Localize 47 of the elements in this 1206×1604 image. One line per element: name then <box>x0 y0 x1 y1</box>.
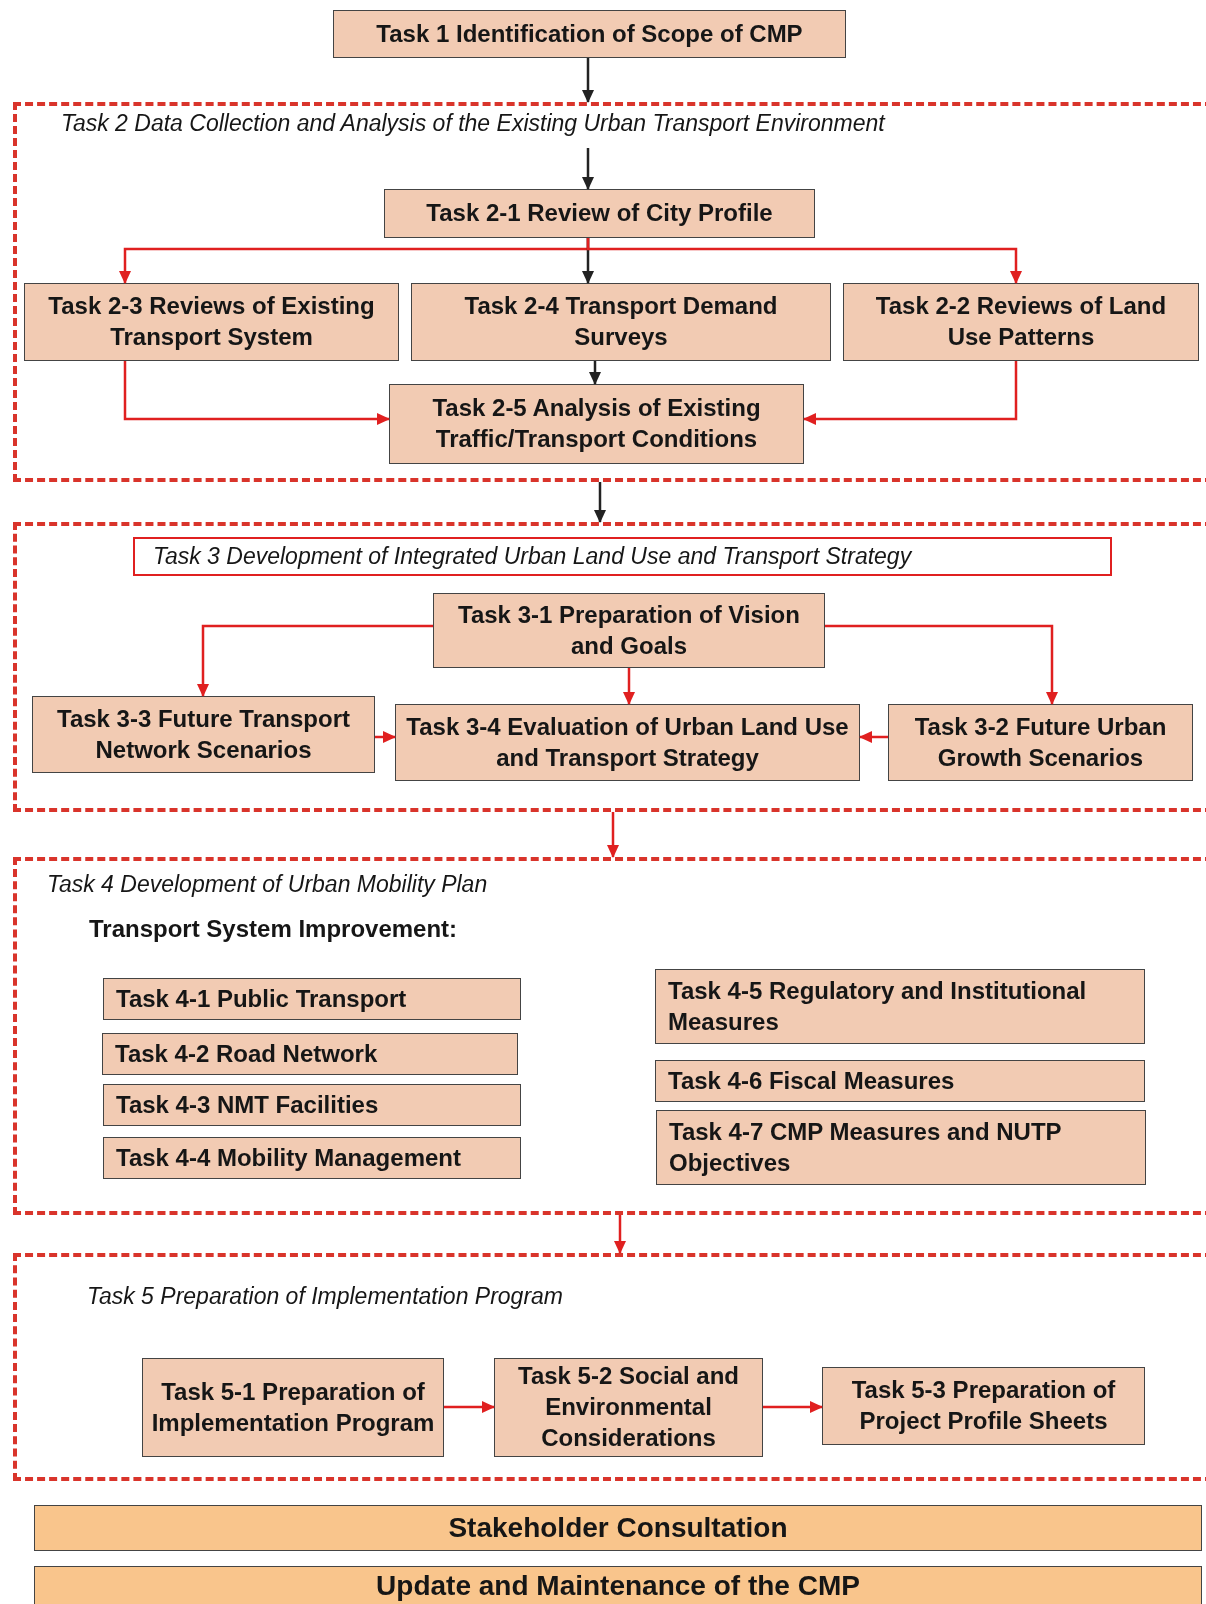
arrow <box>375 731 396 743</box>
task-box: Task 4-4 Mobility Management <box>103 1137 521 1179</box>
task-box: Task 1 Identification of Scope of CMP <box>333 10 846 58</box>
task-box: Task 3-2 Future Urban Growth Scenarios <box>888 704 1193 781</box>
task-box: Task 3-3 Future Transport Network Scenarios <box>32 696 375 773</box>
task-box: Task 4-5 Regulatory and Institutional Measures <box>655 969 1145 1044</box>
task-box: Task 2-5 Analysis of Existing Traffic/Transport Conditions <box>389 384 804 464</box>
arrow <box>197 624 433 697</box>
arrow <box>589 361 601 385</box>
dashed-frame <box>13 102 1206 482</box>
arrow <box>586 238 1022 284</box>
task-box: Task 5-1 Preparation of Implementation Program <box>142 1358 444 1457</box>
task-box: Task 5-2 Social and Environmental Considerations <box>494 1358 763 1457</box>
task-box: Task 4-6 Fiscal Measures <box>655 1060 1145 1102</box>
task-box: Task 2-4 Transport Demand Surveys <box>411 283 831 361</box>
arrow <box>614 1215 626 1254</box>
group-title: Task 2 Data Collection and Analysis of the Existing Urban Transport Environment <box>61 110 885 137</box>
title-box: Task 3 Development of Integrated Urban Land Use and Transport Strategy <box>133 537 1112 576</box>
arrow <box>803 361 1018 425</box>
arrow <box>123 361 390 425</box>
group-title: Task 5 Preparation of Implementation Program <box>87 1283 563 1310</box>
dashed-frame <box>13 857 1206 1215</box>
arrow <box>582 58 594 103</box>
arrow <box>825 624 1058 705</box>
section-heading: Transport System Improvement: <box>89 915 458 943</box>
dashed-frame <box>13 1253 1206 1481</box>
arrow <box>594 482 606 523</box>
task-box: Stakeholder Consultation <box>34 1505 1202 1551</box>
group-title: Task 4 Development of Urban Mobility Plan <box>47 871 488 898</box>
task-box: Task 4-2 Road Network <box>102 1033 518 1075</box>
task-box: Task 5-3 Preparation of Project Profile Sheets <box>822 1367 1145 1445</box>
task-box: Task 4-7 CMP Measures and NUTP Objectives <box>656 1110 1146 1185</box>
arrow <box>763 1401 823 1413</box>
task-box: Task 3-4 Evaluation of Urban Land Use and Transport Strategy <box>395 704 860 781</box>
task-box: Task 2-1 Review of City Profile <box>384 189 815 238</box>
dashed-frame <box>13 522 1206 812</box>
arrow <box>859 731 888 743</box>
task-box: Task 2-2 Reviews of Land Use Patterns <box>843 283 1199 361</box>
task-box: Task 4-1 Public Transport <box>103 978 521 1020</box>
task-box: Task 4-3 NMT Facilities <box>103 1084 521 1126</box>
task-box: Task 3-1 Preparation of Vision and Goals <box>433 593 825 668</box>
arrow <box>607 812 619 858</box>
arrow <box>444 1401 495 1413</box>
task-box: Update and Maintenance of the CMP <box>34 1566 1202 1604</box>
task-box: Task 2-3 Reviews of Existing Transport System <box>24 283 399 361</box>
arrow <box>623 668 635 705</box>
arrow <box>582 148 594 190</box>
